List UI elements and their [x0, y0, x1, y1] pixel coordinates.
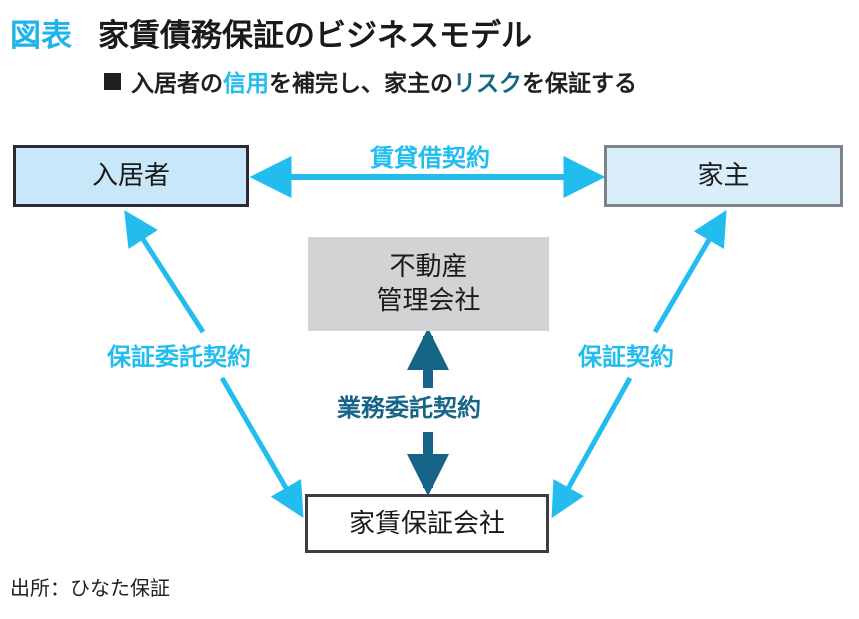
edge-arrow-entrust-lower	[219, 376, 304, 519]
edge-label-business-outsourcing: 業務委託契約	[337, 395, 481, 422]
edge-arrow-guarantee-lower	[551, 376, 633, 519]
subtitle-segment-1: 入居者の	[131, 70, 223, 96]
subtitle-segment-2: を補完し、家主の	[269, 70, 453, 96]
edge-label-guarantee-entrustment: 保証委託契約	[107, 344, 251, 371]
edge-arrow-entrust-upper	[124, 210, 206, 334]
node-mgmt-label-line1: 不動産	[389, 251, 468, 282]
title-row: 図表 家賃債務保証のビジネスモデル	[10, 10, 532, 55]
subtitle-segment-3: を保証する	[522, 70, 637, 96]
edge-arrow-guarantee-upper	[652, 209, 727, 334]
subtitle-highlight-credit: 信用	[223, 70, 269, 96]
edge-label-lease: 賃貸借契約	[370, 145, 490, 172]
node-mgmt-label: 不動産 管理会社	[376, 250, 480, 318]
header: 図表 家賃債務保証のビジネスモデル 入居者の 信用 を補完し、家主の リスク を…	[0, 0, 859, 112]
subtitle-highlight-risk: リスク	[453, 70, 522, 96]
edge-label-guarantee-contract: 保証契約	[578, 344, 674, 371]
node-tenant-label: 入居者	[91, 160, 170, 191]
source-note: 出所：ひなた保証	[10, 578, 170, 600]
node-property-management-company[interactable]: 不動産 管理会社	[308, 237, 549, 331]
node-tenant[interactable]: 入居者	[13, 145, 249, 207]
node-guarantor-label: 家賃保証会社	[348, 507, 505, 538]
page-title: 家賃債務保証のビジネスモデル	[98, 18, 532, 53]
square-bullet-icon	[104, 72, 121, 90]
node-mgmt-label-line2: 管理会社	[376, 285, 481, 315]
node-landlord[interactable]: 家主	[604, 145, 843, 207]
figure-tag-label: 図表	[10, 18, 72, 53]
node-landlord-label: 家主	[697, 160, 750, 191]
node-rent-guarantee-company[interactable]: 家賃保証会社	[305, 494, 549, 553]
subtitle-row: 入居者の 信用 を補完し、家主の リスク を保証する	[104, 64, 637, 98]
